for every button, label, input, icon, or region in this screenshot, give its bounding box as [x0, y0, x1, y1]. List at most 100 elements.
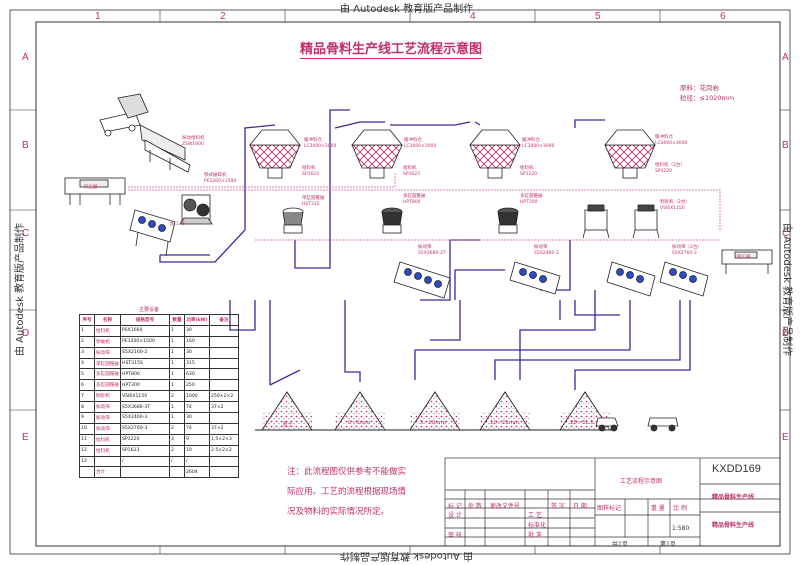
- grid-col-6: 6: [720, 11, 726, 22]
- equipment-table-title: 主要设备: [138, 307, 159, 313]
- watermark-top: 由 Autodesk 教育版产品制作: [340, 4, 474, 15]
- tb-col-label-3: 比 例: [673, 505, 687, 512]
- label-screen-4: 振动筛（2台）S5X2760-3: [672, 245, 702, 256]
- equipment-table-header: 序号 名称 规格型号 数量 功率(kW) 备注: [79, 314, 239, 326]
- tb-role-review: 审 核: [448, 532, 462, 539]
- grid-row-a-right: A: [782, 52, 789, 63]
- vibrating-screen-4a: [606, 261, 656, 297]
- label-dust-collector-left: 除尘器: [84, 185, 98, 190]
- equipment-table-row: 13///: [79, 455, 239, 468]
- tb-row-label-3: 更改文件号: [490, 503, 521, 510]
- scale-value: 1:580: [672, 525, 690, 532]
- equipment-table-cell: [79, 466, 95, 479]
- buffer-hopper-3: [469, 129, 521, 179]
- label-vsi: 制砂机（2台）VSI6X1150: [660, 200, 690, 211]
- tb-col-label-1: 图样标记: [597, 505, 622, 512]
- vibrating-screen-2: [393, 261, 451, 299]
- label-feeder-5: 给料机（2台）SP1220: [655, 163, 685, 174]
- grid-col-1: 1: [95, 11, 101, 22]
- product-label-3: 5~10mm: [420, 420, 446, 426]
- remark-line-1: 注：此流程图仅供参考不能做实: [287, 467, 407, 477]
- tb-row-label-1: 标 记: [448, 503, 462, 510]
- jaw-crusher: [179, 194, 213, 225]
- tb-role-process: 工 艺: [528, 512, 542, 519]
- material-size: 粒径：≤1020mm: [680, 94, 735, 102]
- remark-line-3: 况及物料的实际情况所定。: [287, 507, 390, 517]
- buffer-hopper-2: [351, 129, 403, 179]
- haul-truck: [647, 417, 679, 432]
- material-type: 原料：花岗岩: [680, 84, 719, 92]
- sheet-total: 共1页: [612, 541, 628, 548]
- project-name-1: 精品骨料生产线: [712, 494, 755, 501]
- drawing-number: KXDD169: [712, 463, 761, 475]
- vibrating-screen-4b: [659, 261, 709, 297]
- grid-col-5: 5: [595, 11, 601, 22]
- project-name-2: 精品骨料生产线: [712, 522, 755, 529]
- grid-row-a-left: A: [22, 52, 29, 63]
- drawing-name: 工艺流程示意图: [620, 478, 663, 485]
- label-grizzly: 加 1 筛: [170, 222, 185, 227]
- cone-crusher-2: [381, 207, 403, 234]
- grid-row-e-left: E: [22, 432, 29, 443]
- diagram-title: 精品骨料生产线工艺流程示意图: [300, 38, 483, 59]
- remark-line-2: 际应用。工艺的流程根据现场情: [287, 487, 407, 497]
- primary-screen: [129, 209, 176, 257]
- tb-row-label-4: 签 字: [551, 503, 565, 510]
- tb-role-design: 设 计: [448, 512, 462, 519]
- cone-crusher-1: [282, 207, 304, 234]
- dust-collector-left: [64, 177, 126, 205]
- grid-row-b-left: B: [22, 140, 29, 151]
- material-note: 原料：花岗岩 粒径：≤1020mm: [680, 82, 734, 102]
- grid-row-c-left: C: [22, 228, 30, 239]
- product-label-1: 渣土: [282, 422, 294, 428]
- product-label-5: 25~31.5: [570, 420, 594, 426]
- dump-truck: [99, 93, 149, 137]
- buffer-hopper-1: [249, 129, 301, 179]
- tb-role-approve: 批 准: [528, 532, 542, 539]
- tb-row-label-5: 日 期: [573, 503, 587, 510]
- equipment-table-cell: [208, 466, 239, 479]
- remark-note: 注：此流程图仅供参考不能做实 际应用。工艺的流程根据现场情 况及物料的实际情况所…: [287, 462, 406, 522]
- vibrating-screen-3: [509, 261, 561, 295]
- tb-col-label-2: 重 量: [651, 505, 665, 512]
- grid-row-d-left: D: [22, 328, 30, 339]
- vsi-sand-maker-1: [582, 204, 610, 239]
- product-label-2: 0~5mm: [348, 420, 371, 426]
- wheel-loader: [595, 417, 619, 432]
- stockpile-bins: [255, 391, 615, 431]
- label-dust-collector-right: 除尘器: [737, 255, 751, 260]
- tb-row-label-2: 处 数: [468, 503, 482, 510]
- vibrating-feeder: [139, 124, 191, 173]
- grid-row-c-right: C: [782, 228, 790, 239]
- vsi-sand-maker-2: [632, 204, 660, 239]
- grid-row-b-right: B: [782, 140, 789, 151]
- cone-crusher-3: [497, 207, 519, 234]
- grid-row-d-right: D: [782, 328, 790, 339]
